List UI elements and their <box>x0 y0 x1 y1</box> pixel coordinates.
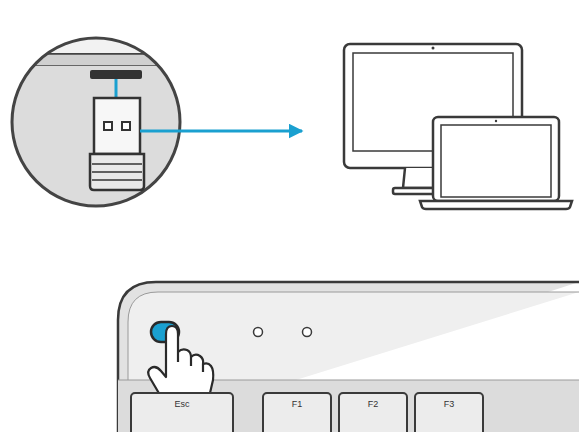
keyboard-key: F1 <box>262 392 332 432</box>
laptop <box>420 117 572 209</box>
keyboard-key: Esc <box>130 392 234 432</box>
usb-receiver <box>90 98 144 190</box>
key-label: Esc <box>132 394 232 409</box>
keyboard-key: F2 <box>338 392 408 432</box>
magnified-view <box>0 30 200 216</box>
plug-in-arrow <box>140 130 302 133</box>
indicator-led <box>303 328 312 337</box>
indicator-led <box>254 328 263 337</box>
key-label: F3 <box>416 394 482 409</box>
leader-line <box>115 79 118 98</box>
key-label: F1 <box>264 394 330 409</box>
key-label: F2 <box>340 394 406 409</box>
keyboard-key: F3 <box>414 392 484 432</box>
keyboard <box>118 282 579 432</box>
